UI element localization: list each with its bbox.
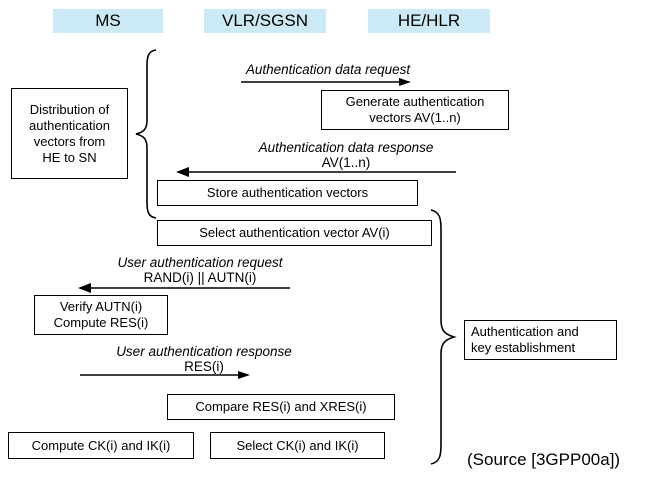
message-auth-data-request-primary-text: Authentication data request (245, 62, 411, 77)
message-user-auth-request-secondary-text: RAND(i) || AUTN(i) (143, 270, 257, 285)
source-note: (Source [3GPP00a]) (467, 450, 620, 470)
message-user-auth-response-primary-text: User authentication response (116, 344, 292, 359)
process-box-compute-ck-ik: Compute CK(i) and IK(i) (8, 432, 194, 459)
phase-box-auth-key-establishment: Authentication and key establishment (464, 320, 617, 360)
arrow-user-auth-response (80, 371, 250, 379)
process-box-select-ck-ik: Select CK(i) and IK(i) (210, 432, 385, 459)
column-header-ms-label: MS (95, 11, 121, 30)
column-header-ms: MS (53, 9, 163, 33)
brace-auth-key-establishment (430, 209, 457, 465)
arrow-auth-data-request (241, 78, 411, 86)
arrow-user-auth-request (78, 283, 290, 293)
process-box-generate-av-line-1: Generate authentication (345, 94, 485, 109)
phase-box-distribution-line-1: Distribution of (29, 101, 110, 117)
column-header-vlr-sgsn: VLR/SGSN (204, 9, 326, 33)
phase-box-distribution: Distribution of authentication vectors f… (11, 88, 128, 179)
arrow-auth-data-response (176, 167, 456, 177)
process-box-generate-av-line-2: vectors AV(1..n) (369, 110, 461, 125)
phase-box-auth-key-establishment-line-2: key establishment (471, 340, 576, 355)
process-box-store-av: Store authentication vectors (157, 180, 418, 206)
column-header-vlr-sgsn-label: VLR/SGSN (222, 11, 308, 30)
process-box-select-av: Select authentication vector AV(i) (157, 220, 432, 246)
process-box-compare-res: Compare RES(i) and XRES(i) (167, 394, 395, 420)
process-box-store-av-line-1: Store authentication vectors (206, 185, 369, 200)
message-auth-data-response-primary-text: Authentication data response (258, 140, 434, 155)
process-box-compute-ck-ik-line-1: Compute CK(i) and IK(i) (31, 437, 171, 453)
message-user-auth-request-secondary: RAND(i) || AUTN(i) (95, 270, 305, 286)
process-box-verify-autn-line-1: Verify AUTN(i) (59, 299, 143, 314)
message-user-auth-response-secondary: RES(i) (95, 359, 313, 375)
source-note-text: (Source [3GPP00a]) (467, 450, 621, 469)
message-user-auth-request-primary-text: User authentication request (117, 255, 283, 270)
message-user-auth-response-primary: User authentication response (95, 344, 313, 360)
process-box-compare-res-line-1: Compare RES(i) and XRES(i) (195, 399, 367, 414)
column-header-he-hlr: HE/HLR (368, 9, 490, 33)
phase-box-distribution-line-4: HE to SN (42, 149, 97, 165)
message-user-auth-response-secondary-text: RES(i) (184, 359, 224, 374)
process-box-verify-autn: Verify AUTN(i) Compute RES(i) (34, 295, 168, 335)
process-box-select-av-line-1: Select authentication vector AV(i) (199, 225, 390, 240)
phase-box-distribution-line-2: authentication (29, 117, 110, 133)
phase-box-auth-key-establishment-line-1: Authentication and (471, 324, 579, 339)
process-box-generate-av: Generate authentication vectors AV(1..n) (321, 90, 509, 130)
process-box-select-ck-ik-line-1: Select CK(i) and IK(i) (236, 437, 359, 453)
message-auth-data-response-secondary-text: AV(1..n) (321, 155, 371, 170)
phase-box-distribution-line-3: vectors from (33, 133, 106, 149)
brace-distribution (135, 49, 157, 219)
message-auth-data-response-secondary: AV(1..n) (241, 155, 451, 171)
message-user-auth-request-primary: User authentication request (95, 255, 305, 271)
message-auth-data-response-primary: Authentication data response (241, 140, 451, 156)
column-header-he-hlr-label: HE/HLR (397, 11, 461, 30)
message-auth-data-request-primary: Authentication data request (233, 62, 423, 78)
process-box-verify-autn-line-2: Compute RES(i) (53, 315, 149, 330)
